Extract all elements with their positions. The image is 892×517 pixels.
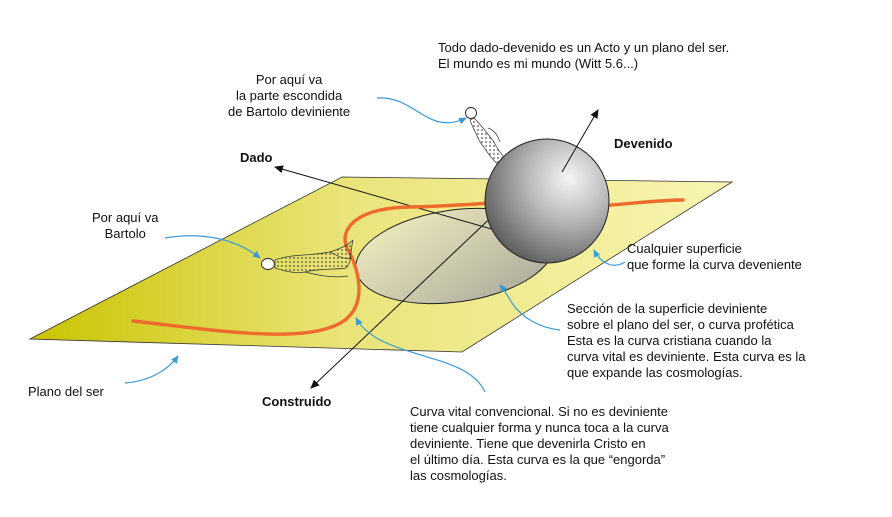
annotation-superficie-line: que forme la curva deveniente xyxy=(627,257,802,272)
annotation-seccion-line: que expande las cosmologías. xyxy=(567,365,743,380)
pointer-escondida xyxy=(376,97,467,125)
annotation-vital: Curva vital convencional. Si no es devin… xyxy=(410,404,669,484)
annotation-seccion: Sección de la superficie deviniente sobr… xyxy=(567,301,805,381)
label-construido: Construido xyxy=(262,394,332,409)
annotation-vital-line: el último día. Esta curva es la que “eng… xyxy=(410,452,666,467)
pointer-seccion xyxy=(499,284,561,331)
label-dado: Dado xyxy=(240,150,273,165)
bartolo-figure xyxy=(261,239,354,278)
pointer-vital xyxy=(355,317,486,393)
annotation-seccion-line: Sección de la superficie deviniente xyxy=(567,301,768,316)
label-plano-del-ser: Plano del ser xyxy=(28,384,104,399)
annotation-vital-line: tiene cualquier forma y nunca toca a la … xyxy=(410,420,669,435)
annotation-bartolo-line: Bartolo xyxy=(104,226,146,241)
annotation-top-line: El mundo es mi mundo (Witt 5.6...) xyxy=(438,56,639,71)
annotation-top: Todo dado-devenido es un Acto y un plano… xyxy=(438,40,729,72)
label-devenido: Devenido xyxy=(614,136,673,151)
annotation-seccion-line: Esta es la curva cristiana cuando la xyxy=(567,333,772,348)
annotation-vital-line: Curva vital convencional. Si no es devin… xyxy=(410,404,668,419)
annotation-vital-line: deviniente. Tiene que devenirla Cristo e… xyxy=(410,436,646,451)
annotation-superficie-line: Cualquier superficie xyxy=(627,241,742,256)
devenido-sphere xyxy=(484,138,610,264)
annotation-bartolo: Por aquí va Bartolo xyxy=(92,210,159,242)
dado-axis xyxy=(274,165,531,241)
construido-axis xyxy=(310,189,521,389)
annotation-vital-line: las cosmologías. xyxy=(410,468,507,483)
hidden-bartolo-figure xyxy=(465,107,509,167)
annotation-top-line: Todo dado-devenido es un Acto y un plano… xyxy=(438,40,730,55)
annotation-seccion-line: sobre el plano del ser, o curva profétic… xyxy=(567,317,794,332)
devenido-axis xyxy=(561,109,599,173)
pointer-bartolo xyxy=(164,235,261,259)
annotation-escondida-line: Por aquí va xyxy=(255,72,323,87)
annotation-bartolo-line: Por aquí va xyxy=(92,210,159,225)
annotation-escondida-line: la parte escondida xyxy=(235,88,343,103)
pointer-plano xyxy=(124,355,179,384)
annotation-superficie: Cualquier superficie que forme la curva … xyxy=(627,241,802,273)
annotation-escondida-line: de Bartolo deviniente xyxy=(228,104,351,119)
annotation-seccion-line: curva vital es deviniente. Esta curva es… xyxy=(567,349,806,364)
pointer-superficie xyxy=(593,249,626,266)
annotation-escondida: Por aquí va la parte escondida de Bartol… xyxy=(228,72,350,120)
